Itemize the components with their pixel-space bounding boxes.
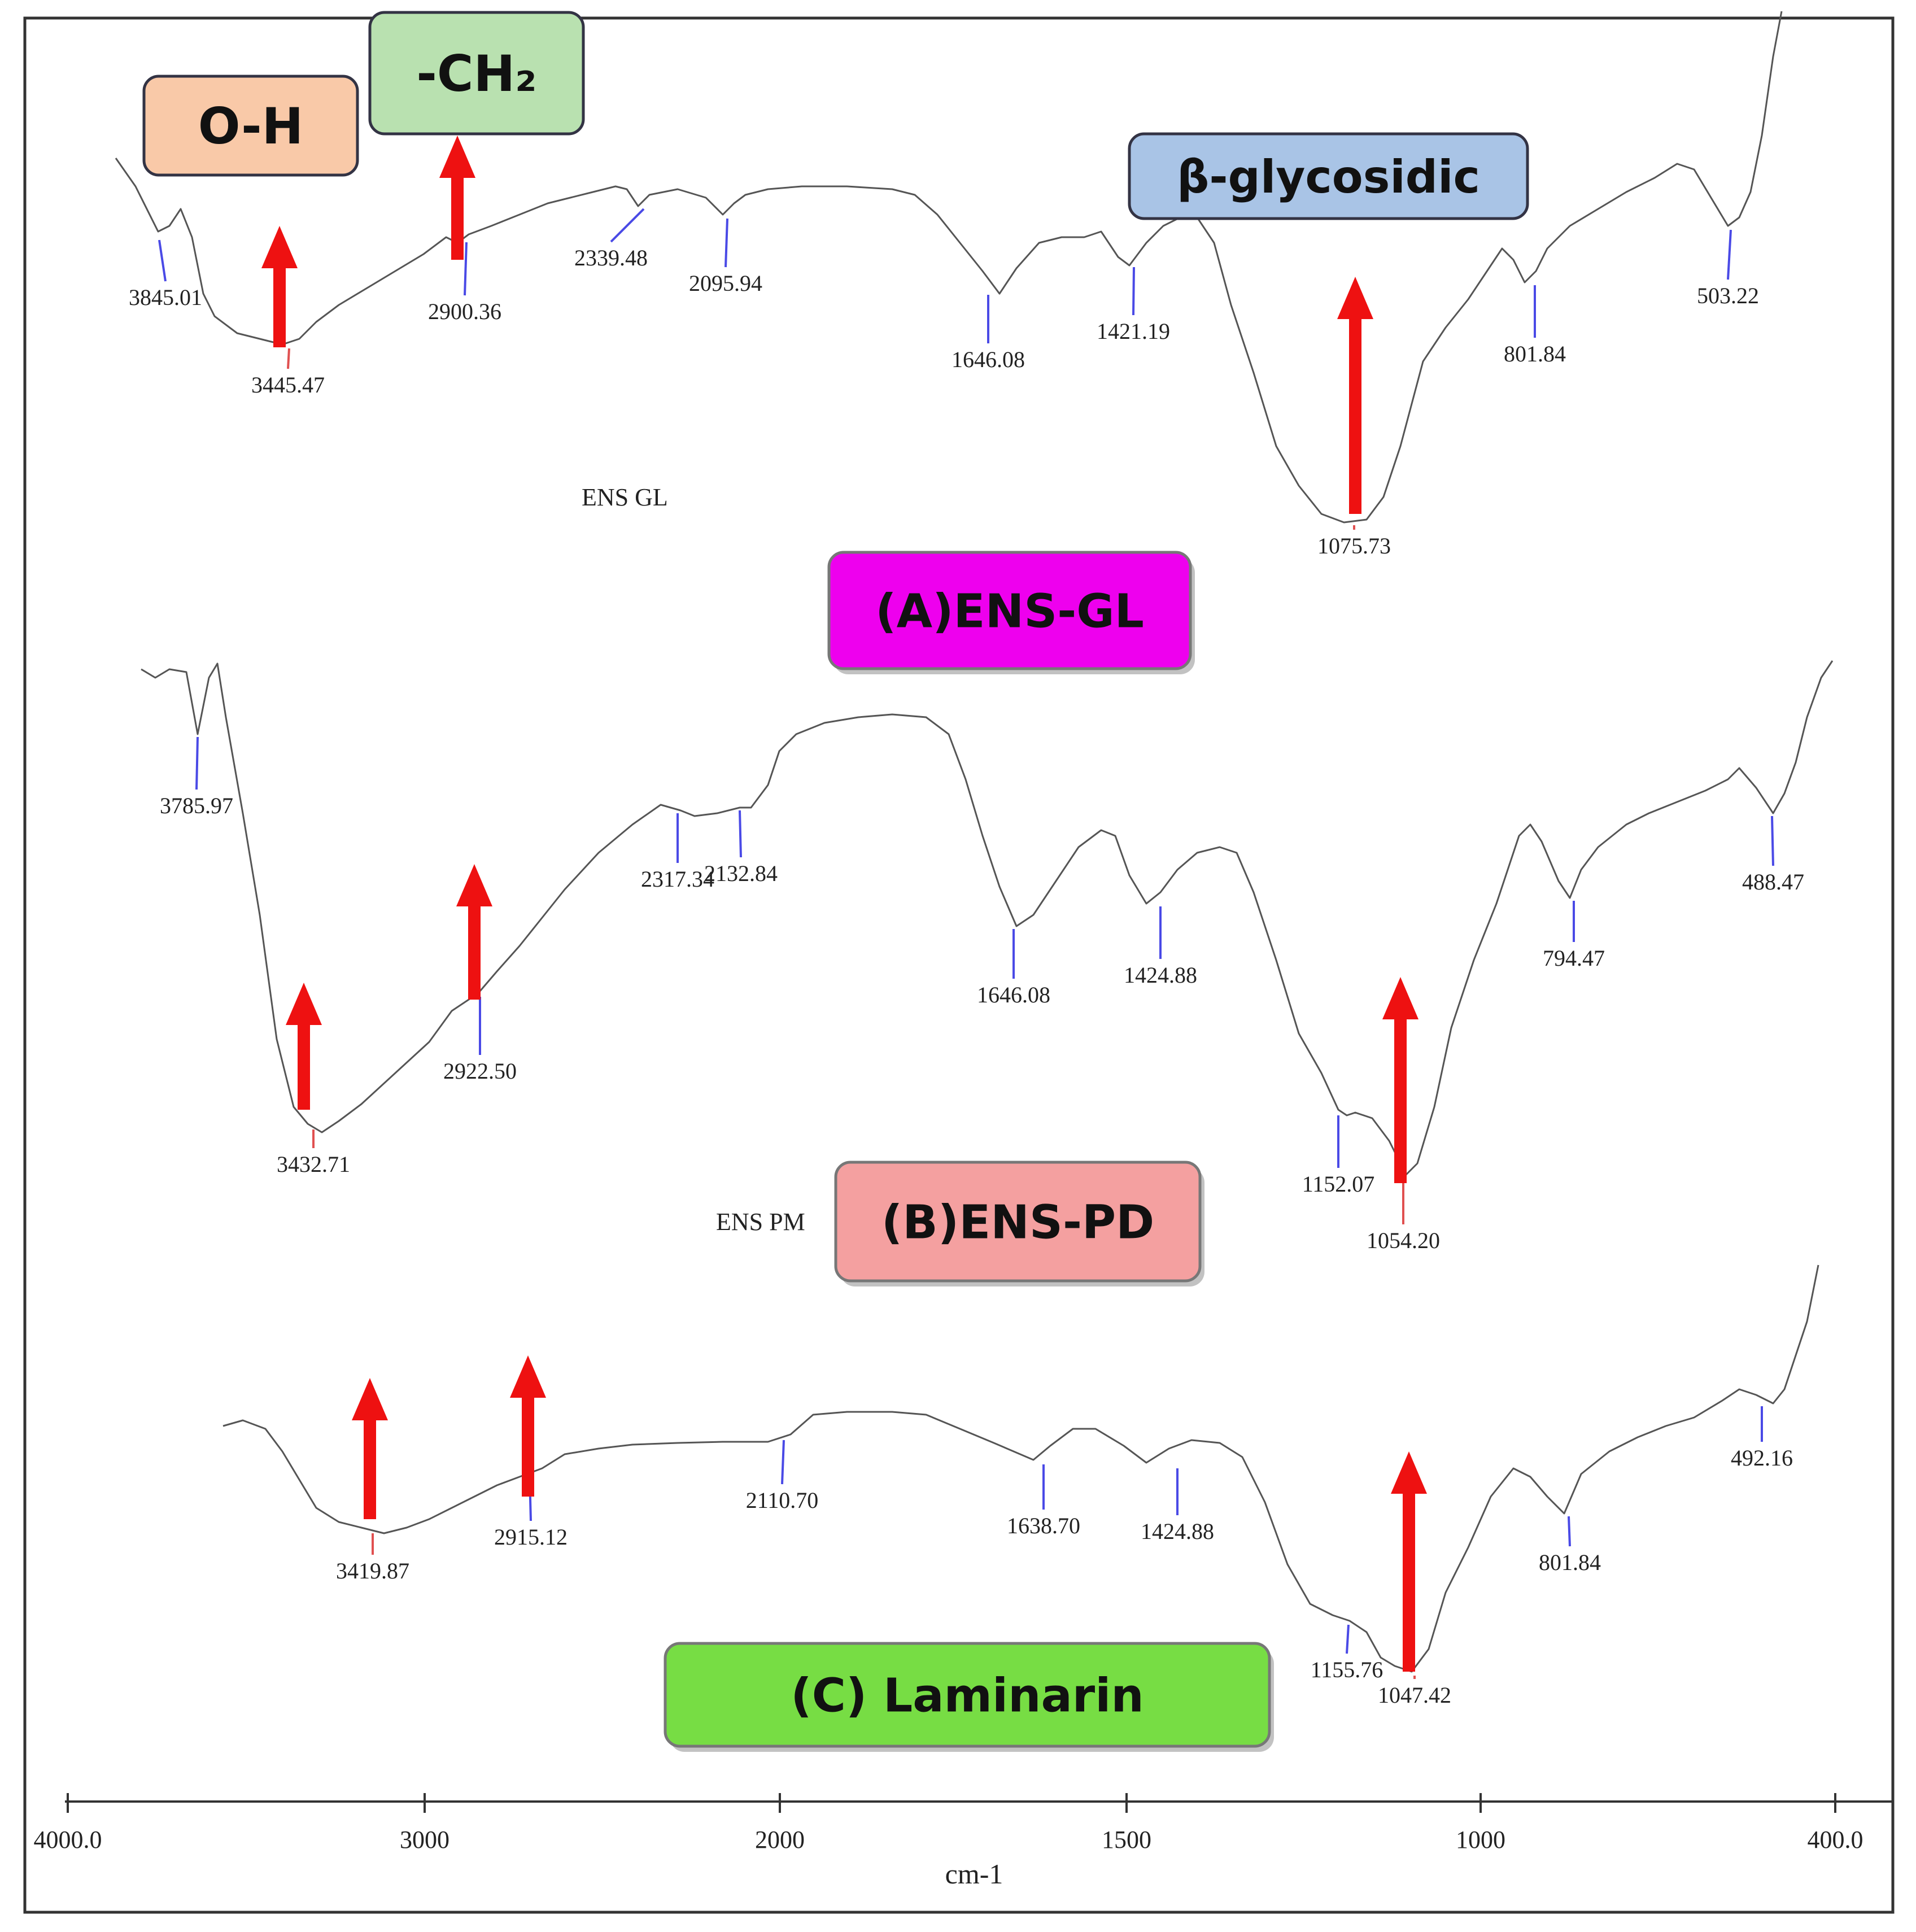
x-axis-title: cm-1	[945, 1858, 1003, 1890]
annotation-box	[1128, 132, 1529, 220]
peak-marker	[1727, 229, 1732, 280]
x-tick-label: 1000	[1456, 1826, 1505, 1854]
series-line	[222, 1264, 1819, 1673]
peak-label: 1075.73	[1317, 533, 1391, 559]
series-label-box	[664, 1642, 1271, 1748]
peak-label: 1424.88	[1124, 962, 1197, 988]
peak-label: 794.47	[1543, 945, 1605, 971]
arrow-head	[1337, 277, 1373, 319]
annotation-label: β-glycosidic	[1177, 151, 1480, 203]
peak-label: 1638.70	[1007, 1513, 1080, 1538]
peak-label: 801.84	[1504, 341, 1566, 367]
x-tick-label: 400.0	[1808, 1826, 1863, 1854]
peak-marker	[464, 242, 468, 296]
arrow-head	[456, 864, 492, 906]
series-label: (A)ENS-GL	[875, 585, 1144, 639]
peak-label: 1646.08	[977, 982, 1050, 1008]
peak-marker	[739, 810, 742, 858]
annotation-label: -CH₂	[416, 45, 536, 103]
peak-label: 3419.87	[336, 1558, 409, 1584]
arrow-layer	[261, 136, 1427, 1672]
peak-label: 2317.34	[641, 866, 714, 892]
peak-label: 2095.94	[689, 271, 762, 296]
peak-label: 2900.36	[428, 299, 501, 324]
peak-label: 1424.88	[1141, 1519, 1214, 1544]
peak-label: 1646.08	[952, 347, 1025, 372]
peak-label: 3432.71	[277, 1152, 350, 1177]
peak-label: 1047.42	[1378, 1682, 1451, 1708]
peak-marker	[158, 239, 167, 282]
peak-marker	[610, 208, 645, 243]
peak-label: 2132.84	[704, 861, 778, 886]
annotation-label: O-H	[198, 97, 304, 155]
arrow-head	[261, 226, 298, 268]
peak-marker	[1568, 1516, 1571, 1547]
peak-label: 801.84	[1539, 1550, 1601, 1575]
arrow-head	[286, 983, 322, 1025]
peak-marker	[287, 348, 290, 369]
annotation-box	[368, 11, 585, 136]
series-label-box	[827, 551, 1192, 670]
arrow-head	[1382, 977, 1419, 1019]
peak-marker	[724, 218, 728, 268]
peak-marker	[1771, 815, 1774, 866]
annotation-box	[142, 75, 359, 177]
peak-label: 1421.19	[1097, 319, 1170, 344]
series-0: 3845.01 3445.47 2900.36 2339.48 2095.94 1646.…	[115, 11, 1783, 559]
peak-label: 2110.70	[746, 1488, 819, 1513]
peak-label: 3785.97	[160, 793, 233, 818]
x-tick-label: 3000	[400, 1826, 449, 1854]
peak-label: 1155.76	[1311, 1657, 1383, 1682]
peak-marker	[1346, 1624, 1350, 1654]
series-label-box	[834, 1161, 1202, 1283]
peak-label: 2922.50	[443, 1058, 517, 1084]
trace-name-a: ENS GL	[582, 483, 668, 511]
peak-marker	[195, 736, 199, 790]
arrow-head	[1391, 1451, 1427, 1494]
arrow-head	[439, 136, 475, 178]
x-tick-label: 1500	[1102, 1826, 1151, 1854]
label-box-layer: (A)ENS-GL (B)ENS-PD (C) Laminarin O-H -CH₂ β-…	[142, 11, 1529, 1752]
peak-label: 1054.20	[1367, 1228, 1440, 1253]
peak-label: 1152.07	[1302, 1171, 1375, 1197]
arrow-head	[510, 1355, 546, 1398]
peak-label: 2339.48	[574, 245, 648, 271]
peak-marker	[781, 1440, 785, 1485]
peak-label: 503.22	[1697, 283, 1759, 308]
trace-name-b: ENS PM	[716, 1208, 805, 1236]
peak-label: 3445.47	[251, 372, 325, 398]
plot-frame	[23, 16, 1895, 1914]
peak-label: 3845.01	[129, 285, 202, 310]
series-line	[115, 11, 1783, 524]
peak-label: 488.47	[1742, 869, 1804, 895]
x-axis-ticks: 4000.0 3000 2000 1500 1000 400.0	[34, 1793, 1863, 1854]
arrow-head	[352, 1378, 388, 1420]
peak-marker	[1132, 267, 1135, 316]
peak-label: 2915.12	[494, 1524, 568, 1550]
series-2: 3419.87 2915.12 2110.70 1638.70 1424.88 1155.…	[222, 1264, 1819, 1708]
x-tick-label: 2000	[755, 1826, 805, 1854]
series-label: (C) Laminarin	[791, 1669, 1144, 1723]
series-layer: 3845.01 3445.47 2900.36 2339.48 2095.94 1646.…	[115, 11, 1834, 1708]
series-label: (B)ENS-PD	[881, 1196, 1154, 1250]
series-line	[141, 660, 1834, 1176]
peak-label: 492.16	[1731, 1445, 1793, 1471]
x-tick-label: 4000.0	[34, 1826, 102, 1854]
